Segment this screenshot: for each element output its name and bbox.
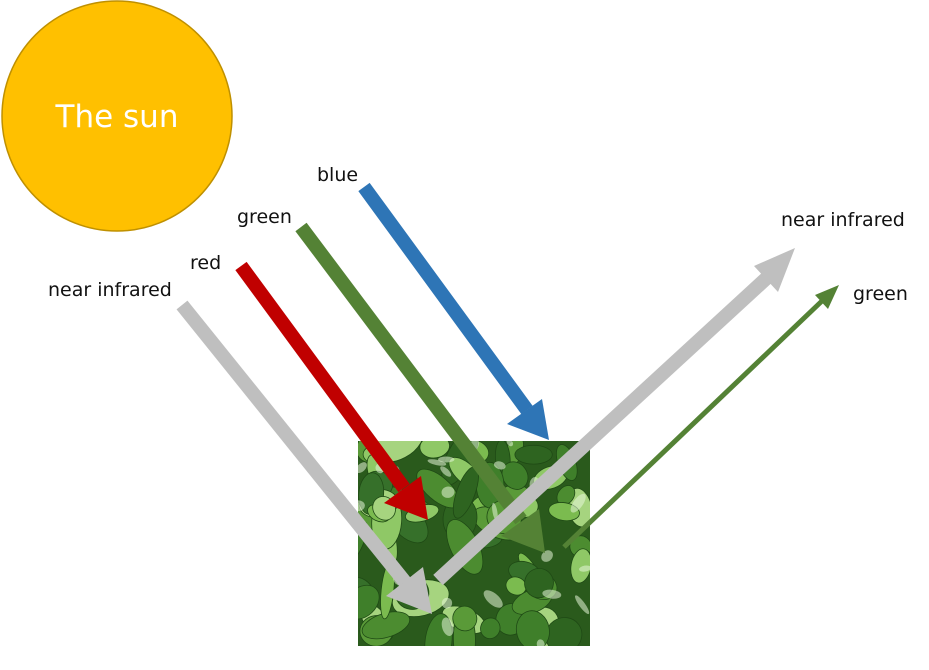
leaf-highlight: [492, 502, 498, 521]
leaf-shape: [358, 584, 380, 620]
leaf-shape: [514, 444, 553, 465]
leaf-highlight: [440, 466, 452, 477]
sun-circle: [1, 0, 233, 232]
leaf-highlight: [441, 486, 455, 498]
reflected-near-infrared-arrow: [433, 248, 795, 586]
label-incoming-blue: blue: [317, 164, 358, 186]
incoming-green-arrow: [295, 222, 545, 553]
reflected-green-arrow: [562, 285, 839, 549]
leaf-shape: [501, 461, 529, 490]
label-incoming-red: red: [190, 252, 221, 274]
leaf-highlight: [483, 590, 503, 608]
incoming-blue-arrow: [358, 182, 549, 440]
leaf-highlight: [542, 589, 562, 599]
label-reflected-green: green: [853, 283, 908, 305]
leaf-highlight: [358, 500, 365, 512]
leaf-highlight: [579, 565, 590, 572]
leaf-highlight: [358, 462, 367, 474]
leaf-highlight: [441, 597, 453, 609]
leaf-highlight: [438, 456, 455, 463]
leaf-highlight: [536, 639, 545, 646]
leaf-highlight: [493, 461, 506, 470]
incoming-near-infrared-arrow: [176, 300, 432, 614]
sun: The sun: [1, 0, 233, 232]
incoming-red-arrow: [235, 261, 428, 520]
leaf-highlight: [575, 595, 590, 615]
leaf-shape: [452, 605, 478, 632]
leaf-highlight: [441, 617, 454, 636]
leaf-shape: [480, 617, 501, 640]
sun-label: The sun: [55, 99, 179, 135]
label-incoming-near-infrared: near infrared: [48, 279, 172, 301]
leaf-shape: [570, 548, 590, 584]
leaf-shape: [419, 441, 450, 459]
leaf-highlight: [427, 459, 447, 466]
leaf-highlight: [570, 493, 586, 513]
label-reflected-near-infrared: near infrared: [781, 209, 905, 231]
leaf-shape: [545, 617, 583, 646]
leaf-highlight: [506, 441, 514, 447]
leaf-highlight: [541, 550, 553, 562]
label-incoming-green: green: [237, 206, 292, 228]
